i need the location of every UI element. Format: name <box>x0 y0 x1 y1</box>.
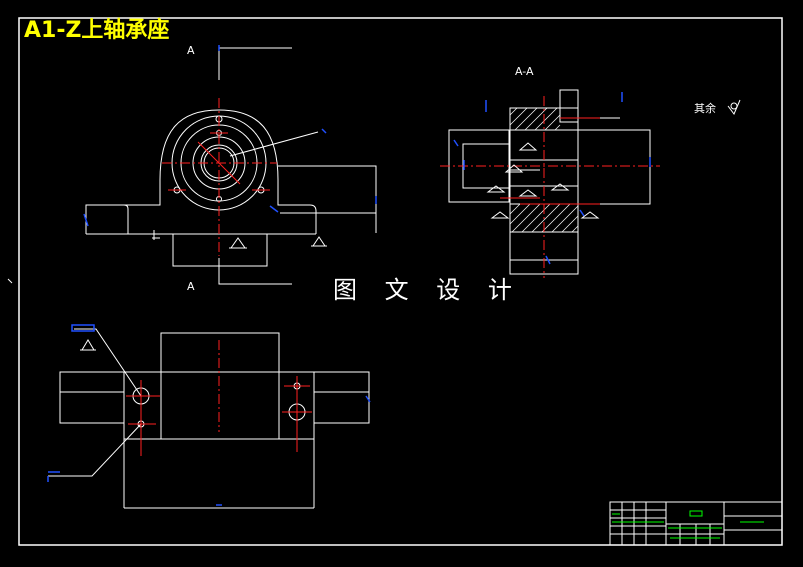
section-view-label: A-A <box>515 65 534 78</box>
drawing-title: A1-Z上轴承座 <box>24 18 170 43</box>
top-view <box>48 328 370 509</box>
roughness-symbols-section <box>486 99 741 219</box>
section-dimension-marks <box>453 92 651 265</box>
top-view-datum <box>80 339 96 351</box>
drawing-border <box>18 17 783 546</box>
roughness-note: 其余 <box>694 102 716 115</box>
title-block <box>609 501 783 546</box>
section-hatching <box>509 107 579 233</box>
roughness-symbols-front <box>229 236 327 249</box>
front-view-centerlines <box>162 98 277 256</box>
section-label-bottom: A <box>187 280 195 293</box>
top-view-marks <box>47 324 371 506</box>
section-label-top: A <box>187 44 195 57</box>
watermark-text: 图 文 设 计 <box>333 276 522 304</box>
left-tick <box>7 278 13 284</box>
front-view <box>85 47 377 285</box>
section-view <box>448 89 651 275</box>
section-centerlines <box>440 96 660 278</box>
front-view-dimension-marks <box>83 45 377 227</box>
title-block-marks <box>612 510 764 539</box>
top-view-centerlines <box>126 340 312 456</box>
